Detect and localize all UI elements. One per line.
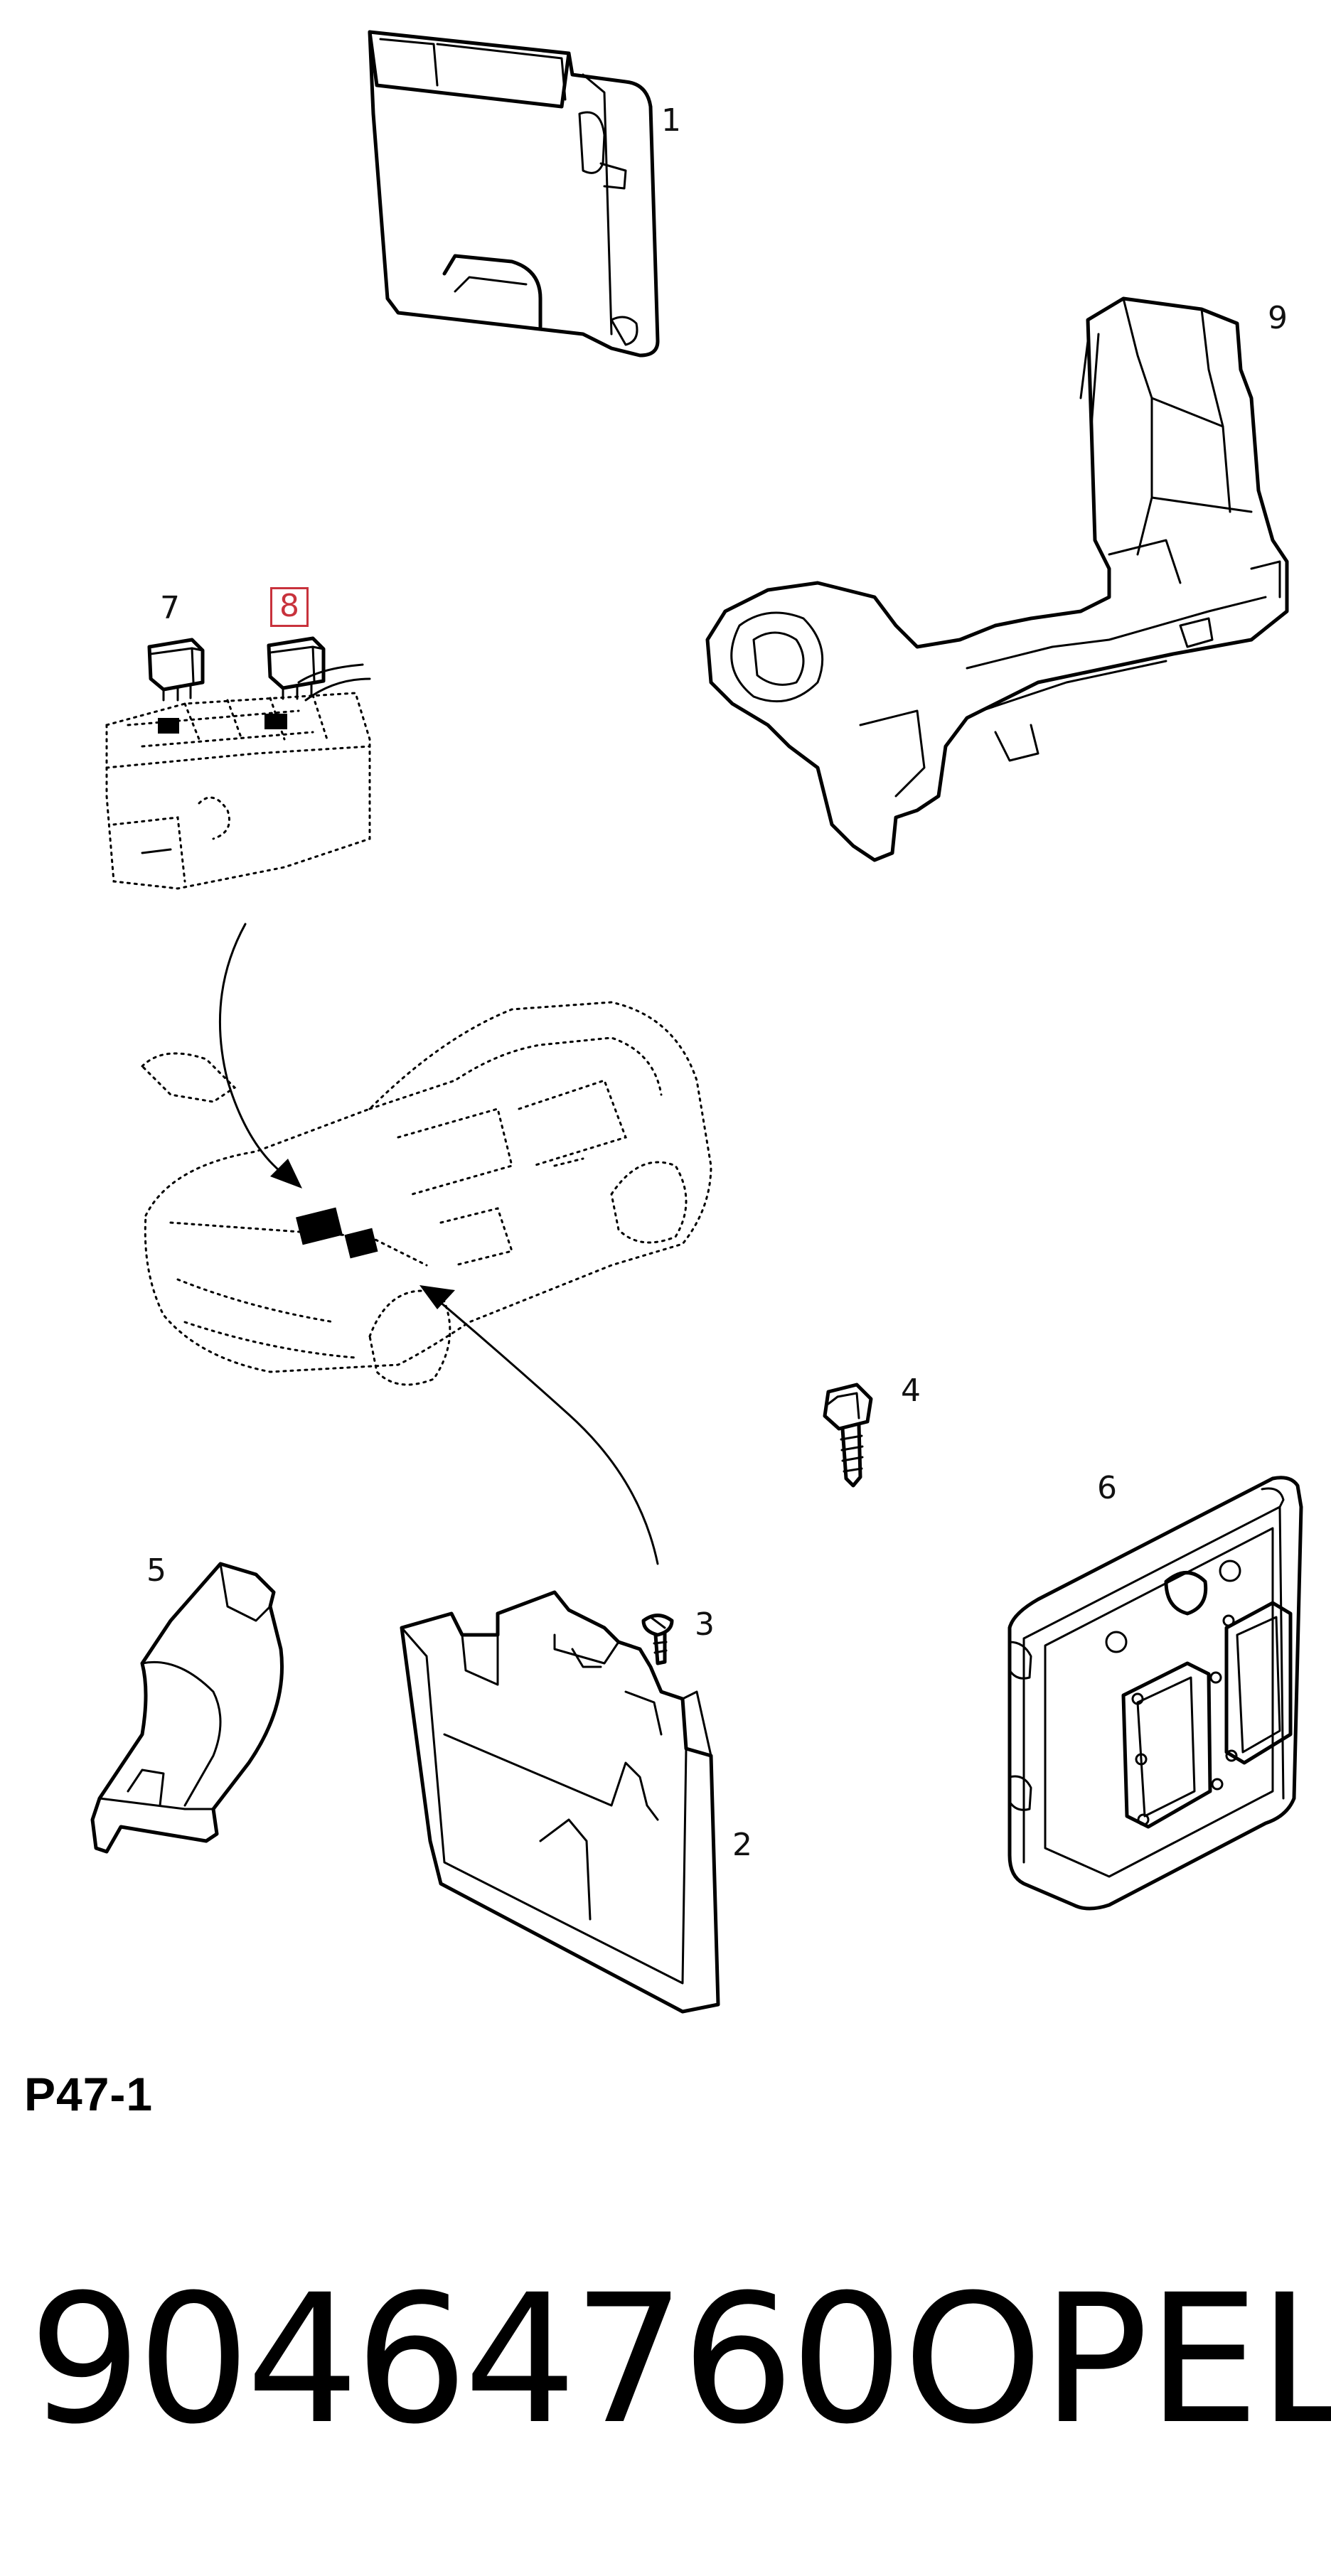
part-8-relay bbox=[267, 636, 326, 700]
part-6-ecu bbox=[1007, 1476, 1303, 1911]
callout-5[interactable]: 5 bbox=[146, 1552, 166, 1589]
callout-7[interactable]: 7 bbox=[160, 590, 180, 626]
callout-2[interactable]: 2 bbox=[732, 1827, 752, 1863]
callout-8[interactable]: 8 bbox=[270, 587, 309, 627]
callout-6[interactable]: 6 bbox=[1097, 1470, 1117, 1506]
part-3-screw bbox=[641, 1614, 674, 1665]
part-9-harness-carrier bbox=[705, 296, 1289, 862]
part-4-screw bbox=[823, 1383, 873, 1488]
arrow-relay-to-car bbox=[218, 923, 302, 1188]
callout-3[interactable]: 3 bbox=[695, 1606, 715, 1643]
callout-4[interactable]: 4 bbox=[901, 1373, 921, 1409]
part-5-duct bbox=[90, 1562, 284, 1854]
part-2-bracket bbox=[400, 1590, 720, 2014]
brand-name: OPEL bbox=[903, 2256, 1331, 2463]
part-7-relay bbox=[147, 638, 205, 702]
diagram-code: P47-1 bbox=[24, 2068, 154, 2120]
arrow-bracket-to-car bbox=[419, 1285, 659, 1565]
fuse-box bbox=[105, 663, 371, 890]
car-outline bbox=[140, 1001, 712, 1386]
part-1-control-unit-housing bbox=[368, 30, 660, 358]
callout-9[interactable]: 9 bbox=[1268, 300, 1288, 336]
callout-1[interactable]: 1 bbox=[661, 102, 681, 139]
part-number: 90464760 bbox=[28, 2256, 903, 2463]
